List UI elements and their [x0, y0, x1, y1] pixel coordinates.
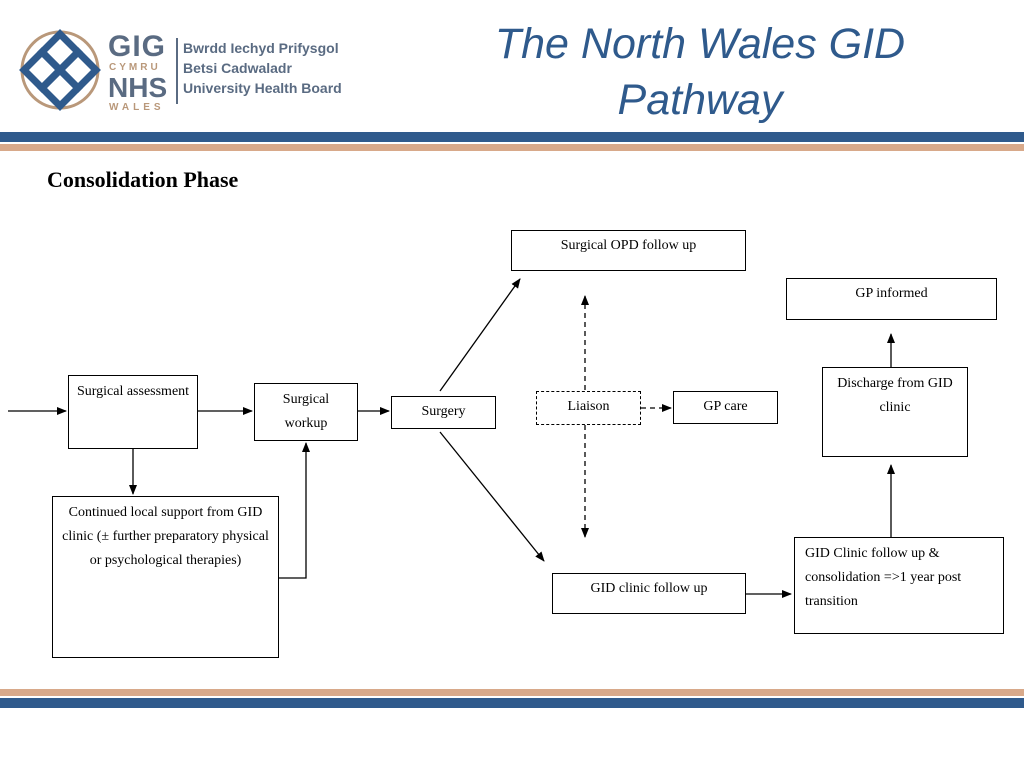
arrow-support-to-workup — [279, 442, 310, 579]
health-board-logo: GIG CYMRU NHS WALES Bwrdd Iechyd Prifysg… — [18, 28, 348, 113]
node-surgical-workup: Surgical workup — [254, 383, 358, 441]
footer-band-blue — [0, 698, 1024, 708]
node-surgical-assessment: Surgical assessment — [68, 375, 198, 449]
header-band-tan — [0, 144, 1024, 151]
phase-heading: Consolidation Phase — [47, 167, 239, 192]
logo-wales-text: WALES — [109, 102, 165, 113]
org-name-line-2: Betsi Cadwaladr — [183, 60, 292, 76]
node-surgical-opd-follow-up: Surgical OPD follow up — [511, 230, 746, 271]
org-name-line-1: Bwrdd Iechyd Prifysgol — [183, 40, 339, 56]
header-band-blue — [0, 132, 1024, 142]
org-name-line-3: University Health Board — [183, 80, 342, 96]
node-discharge-from-gid-clinic: Discharge from GID clinic — [822, 367, 968, 457]
node-gp-care: GP care — [673, 391, 778, 424]
node-gid-clinic-consolidation: GID Clinic follow up & consolidation =>1… — [794, 537, 1004, 634]
arrow-surgery-to-gid-follow-up — [439, 431, 545, 562]
arrow-surgery-to-opd — [439, 278, 521, 392]
node-continued-local-support: Continued local support from GID clinic … — [52, 496, 279, 658]
node-gp-informed: GP informed — [786, 278, 997, 320]
node-surgery: Surgery — [391, 396, 496, 429]
logo-nhs-text: NHS — [108, 72, 168, 103]
node-gid-clinic-follow-up: GID clinic follow up — [552, 573, 746, 614]
logo-divider — [176, 38, 178, 104]
logo-cymru-text: CYMRU — [109, 62, 161, 73]
footer-band-tan — [0, 689, 1024, 696]
celtic-knot-icon — [19, 29, 101, 111]
logo-gig-text: GIG — [108, 30, 167, 63]
slide-title: The North Wales GID Pathway — [494, 20, 906, 124]
node-liaison: Liaison — [536, 391, 641, 425]
